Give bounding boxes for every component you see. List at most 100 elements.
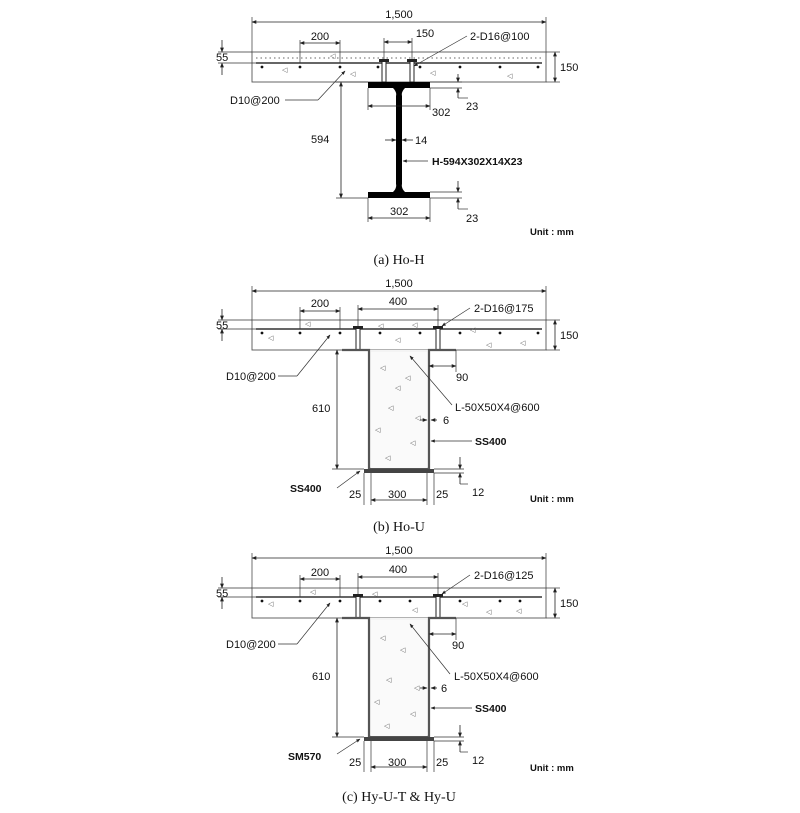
- top-cover-label: 55: [216, 52, 228, 64]
- bottom-thickness-label: 12: [472, 755, 484, 767]
- caption-a: (a) Ho-H: [374, 253, 425, 268]
- unit-label: Unit : mm: [530, 494, 574, 505]
- web-steel-label: SS400: [475, 436, 507, 448]
- svg-text:◁: ◁: [282, 66, 288, 74]
- svg-text:◁: ◁: [372, 590, 378, 598]
- svg-text:◁: ◁: [350, 70, 356, 78]
- svg-text:◁: ◁: [330, 52, 336, 60]
- svg-text:◁: ◁: [410, 439, 416, 447]
- bottom-plate: [364, 737, 434, 741]
- concrete-slab: [251, 51, 547, 83]
- bottom-width-label: 300: [388, 757, 406, 769]
- web-thickness-label: 14: [415, 135, 427, 147]
- bottom-flange-width-label: 302: [390, 206, 408, 218]
- width-label: 1,500: [385, 9, 413, 21]
- plate-thickness-label: 6: [443, 415, 449, 427]
- svg-text:◁: ◁: [310, 588, 316, 596]
- slab-depth-label: 150: [560, 62, 578, 74]
- slab-depth-label: 150: [560, 330, 578, 342]
- caption-b: (b) Ho-U: [373, 520, 425, 535]
- width-label: 1,500: [385, 278, 413, 290]
- stud-spacing-label: 150: [416, 28, 434, 40]
- svg-text:◁: ◁: [507, 72, 513, 80]
- svg-text:◁: ◁: [385, 454, 391, 462]
- stud-spacing-label: 400: [389, 564, 407, 576]
- width-label: 1,500: [385, 545, 413, 557]
- left-edge-label: 25: [349, 757, 361, 769]
- plate-thickness-label: 6: [441, 683, 447, 695]
- svg-text:◁: ◁: [268, 600, 274, 608]
- svg-text:◁: ◁: [386, 676, 392, 684]
- bottom-steel-label: SM570: [288, 751, 321, 763]
- svg-text:◁: ◁: [375, 426, 381, 434]
- studs-label: 2-D16@175: [474, 303, 533, 315]
- svg-text:◁: ◁: [384, 722, 390, 730]
- rebar-dots: [260, 65, 540, 69]
- flange-width-label: 90: [452, 640, 464, 652]
- svg-text:◁: ◁: [414, 684, 420, 692]
- stud-spacing-label: 400: [389, 296, 407, 308]
- unit-label: Unit : mm: [530, 763, 574, 774]
- svg-text:◁: ◁: [400, 646, 406, 654]
- bottom-flange-thickness-label: 23: [466, 213, 478, 225]
- figure-c: 1,500 ◁ ◁ ◁ ◁ ◁ ◁ ◁ 200 400 2-D16@125: [216, 545, 578, 805]
- top-cover-label: 55: [216, 320, 228, 332]
- bottom-steel-label: SS400: [290, 483, 322, 495]
- rebar-spacing-label: 200: [311, 567, 329, 579]
- top-cover-label: 55: [216, 588, 228, 600]
- section-name-label: H-594X302X14X23: [432, 156, 523, 168]
- section-depth-label: 610: [312, 671, 330, 683]
- svg-text:◁: ◁: [374, 698, 380, 706]
- svg-text:◁: ◁: [462, 600, 468, 608]
- figure-b: 1,500 ◁ ◁ ◁ ◁ ◁ ◁ ◁ ◁ 200 400 2-D16@175: [216, 278, 578, 535]
- rebar-spacing-label: 200: [311, 31, 329, 43]
- svg-text:◁: ◁: [520, 339, 526, 347]
- top-flange-width-label: 302: [432, 107, 450, 119]
- concrete-slab: [251, 319, 547, 351]
- bottom-width-label: 300: [388, 489, 406, 501]
- svg-text:◁: ◁: [412, 321, 418, 329]
- angle-label: L-50X50X4@600: [454, 671, 539, 683]
- web-steel-label: SS400: [475, 703, 507, 715]
- slab-depth-label: 150: [560, 598, 578, 610]
- studs-label: 2-D16@100: [470, 31, 529, 43]
- rebar-dots: [260, 599, 522, 603]
- svg-text:◁: ◁: [305, 320, 311, 328]
- web-depth-label: 594: [311, 134, 329, 146]
- svg-text:◁: ◁: [378, 322, 384, 330]
- bottom-rebar-label: D10@200: [226, 639, 276, 651]
- concrete-slab: [251, 587, 547, 619]
- unit-label: Unit : mm: [530, 227, 574, 238]
- bottom-thickness-label: 12: [472, 487, 484, 499]
- figure-a: 1,500 ◁◁ ◁◁ ◁ 200 150 2-D1: [216, 9, 578, 268]
- svg-text:◁: ◁: [486, 608, 492, 616]
- svg-text:◁: ◁: [430, 69, 436, 77]
- svg-text:◁: ◁: [380, 634, 386, 642]
- svg-text:◁: ◁: [410, 710, 416, 718]
- svg-text:◁: ◁: [388, 404, 394, 412]
- rebar-dots: [260, 331, 540, 335]
- studs-label: 2-D16@125: [474, 570, 533, 582]
- bottom-plate: [364, 469, 434, 473]
- svg-text:◁: ◁: [268, 334, 274, 342]
- angle-label: L-50X50X4@600: [455, 402, 540, 414]
- top-flange-thickness-label: 23: [466, 101, 478, 113]
- svg-text:◁: ◁: [415, 414, 421, 422]
- svg-text:◁: ◁: [486, 341, 492, 349]
- svg-text:◁: ◁: [395, 336, 401, 344]
- section-depth-label: 610: [312, 403, 330, 415]
- svg-text:◁: ◁: [470, 326, 476, 334]
- flange-width-label: 90: [456, 372, 468, 384]
- h-beam: [368, 82, 430, 198]
- right-edge-label: 25: [436, 757, 448, 769]
- svg-text:◁: ◁: [405, 374, 411, 382]
- right-edge-label: 25: [436, 489, 448, 501]
- left-edge-label: 25: [349, 489, 361, 501]
- bottom-rebar-label: D10@200: [230, 95, 280, 107]
- rebar-spacing-label: 200: [311, 298, 329, 310]
- svg-text:◁: ◁: [412, 606, 418, 614]
- svg-text:◁: ◁: [395, 384, 401, 392]
- svg-text:◁: ◁: [380, 364, 386, 372]
- bottom-rebar-label: D10@200: [226, 371, 276, 383]
